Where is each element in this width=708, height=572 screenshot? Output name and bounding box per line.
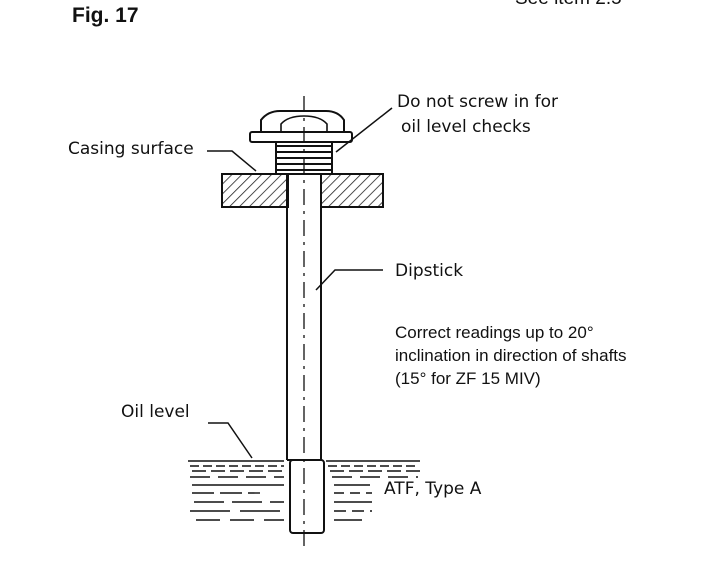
label-dipstick: Dipstick — [395, 261, 464, 281]
dipstick-rod — [286, 174, 325, 534]
note-line-3: (15° for ZF 15 MIV) — [395, 369, 541, 388]
casing-section — [221, 173, 384, 208]
label-casing-surface: Casing surface — [68, 139, 194, 159]
oil-fluid — [188, 460, 420, 521]
label-oil-level: Oil level — [121, 402, 190, 422]
label-screw-warning-line2: oil level checks — [401, 117, 531, 137]
label-fluid-type: ATF, Type A — [384, 479, 482, 499]
hex-head — [249, 110, 353, 143]
figure-title: Fig. 17 — [72, 4, 139, 27]
note-line-2: inclination in direction of shafts — [395, 346, 627, 365]
reference-note: See item 2.5 — [515, 0, 622, 10]
leader-lines — [207, 107, 393, 459]
label-screw-warning-line1: Do not screw in for — [397, 92, 559, 112]
note-line-1: Correct readings up to 20° — [395, 323, 594, 342]
